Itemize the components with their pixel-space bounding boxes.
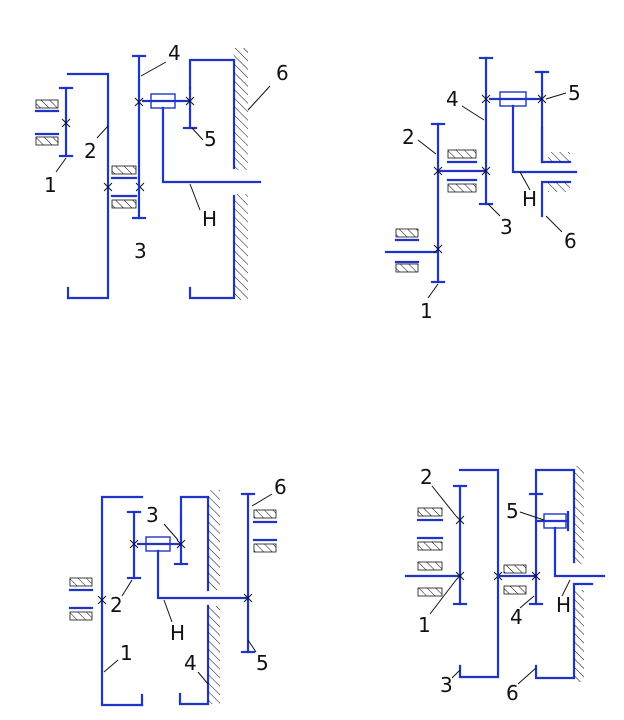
scheme-2-label-2: 2 [402,125,415,149]
scheme-1-label-h: H [202,207,217,231]
scheme-1-label-4: 4 [168,41,181,65]
scheme-4-label-6: 6 [506,681,519,705]
scheme-3-label-6: 6 [274,475,287,499]
scheme-2-satellite-5 [488,70,550,164]
scheme-2-bearing-3 [438,149,486,193]
scheme-3-label-1: 1 [120,641,133,665]
scheme-4-bearing-4 [496,564,538,595]
scheme-4-bearings-left [404,507,462,597]
scheme-4-ring-3 [458,468,503,679]
scheme-1-ring-gear-2 [66,72,110,300]
scheme-1-label-1: 1 [44,173,57,197]
scheme-3-satellite-3 [136,518,189,566]
scheme-4-gear-4 [528,492,544,606]
scheme-4-label-3: 3 [440,673,453,697]
scheme-3-gear-2 [126,510,142,580]
scheme-3-fixed-4 [178,490,220,706]
scheme-4-label-5: 5 [506,499,519,523]
scheme-2-label-3: 3 [500,215,513,239]
scheme-4-carrier-h [553,526,606,578]
scheme-2-carrier-h [511,104,578,174]
scheme-4-label-1: 1 [418,613,431,637]
scheme-2-label-4: 4 [446,87,459,111]
scheme-2-gear-1-2 [430,122,446,284]
scheme-2-gear-3-4 [478,56,494,206]
scheme-1-carrier-h [161,106,262,184]
scheme-1-label-6: 6 [276,61,289,85]
scheme-3-bearing-6 [252,509,278,553]
scheme-2-label-1: 1 [420,299,433,323]
scheme-3-ring-1 [97,495,144,707]
scheme-3-label-2: 2 [110,593,123,617]
scheme-1-bearing-3 [103,165,145,209]
scheme-1-bearing-input [34,99,60,146]
scheme-1-label-3: 3 [134,239,147,263]
scheme-3-label-h: H [170,621,185,645]
scheme-4: 2 1 3 5 4 H 6 [404,465,606,705]
scheme-4-label-2: 2 [420,465,433,489]
scheme-1-gear-4 [131,54,147,220]
scheme-2-label-5: 5 [568,81,581,105]
scheme-3: 3 2 1 H 4 5 6 [68,475,287,707]
scheme-3-carrier-h [156,549,248,600]
scheme-1-gear-1 [58,86,74,158]
scheme-1-satellite-5 [141,86,198,130]
scheme-1-label-5: 5 [204,127,217,151]
scheme-2-fixed-gear-6 [540,126,572,218]
scheme-4-gears-1-2 [452,484,468,606]
scheme-4-fixed-ring-6 [534,466,594,682]
scheme-1-fixed-ring-6 [188,48,248,300]
scheme-3-input-bearing [68,577,94,621]
scheme-1-label-2: 2 [84,139,97,163]
scheme-2-label-h: H [522,187,537,211]
scheme-3-gear-5-6 [240,492,256,654]
scheme-4-satellite-5 [536,510,570,532]
scheme-2-label-6: 6 [564,229,577,253]
scheme-3-label-3: 3 [146,503,159,527]
scheme-3-label-4: 4 [184,651,197,675]
scheme-2: 2 1 4 3 5 H 6 [384,56,581,323]
scheme-3-label-5: 5 [256,651,269,675]
scheme-4-label-h: H [556,593,571,617]
scheme-1: 1 2 3 4 5 6 H [34,41,289,300]
scheme-4-label-4: 4 [510,605,523,629]
scheme-2-input-bearing [384,228,438,273]
